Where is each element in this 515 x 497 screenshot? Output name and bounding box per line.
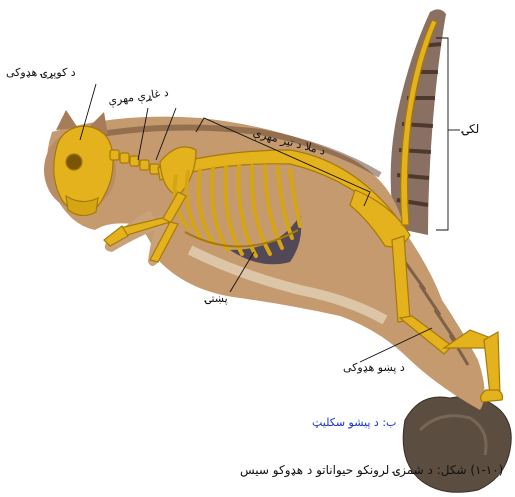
label-skull-bone: د کوپړۍ هډوکی [6, 66, 76, 79]
label-tail: لکۍ [462, 122, 479, 136]
label-leg-bone: د پښو هډوکی [343, 361, 405, 374]
label-ribs: پښتۍ [205, 292, 228, 305]
figure-subtitle: ب: د پیشو سکلیټ [312, 416, 396, 429]
rock [403, 397, 511, 493]
figure-caption: (۱-۱۰) شکل: د شمزۍ لرونکو حیواناتو د هډو… [240, 463, 503, 477]
